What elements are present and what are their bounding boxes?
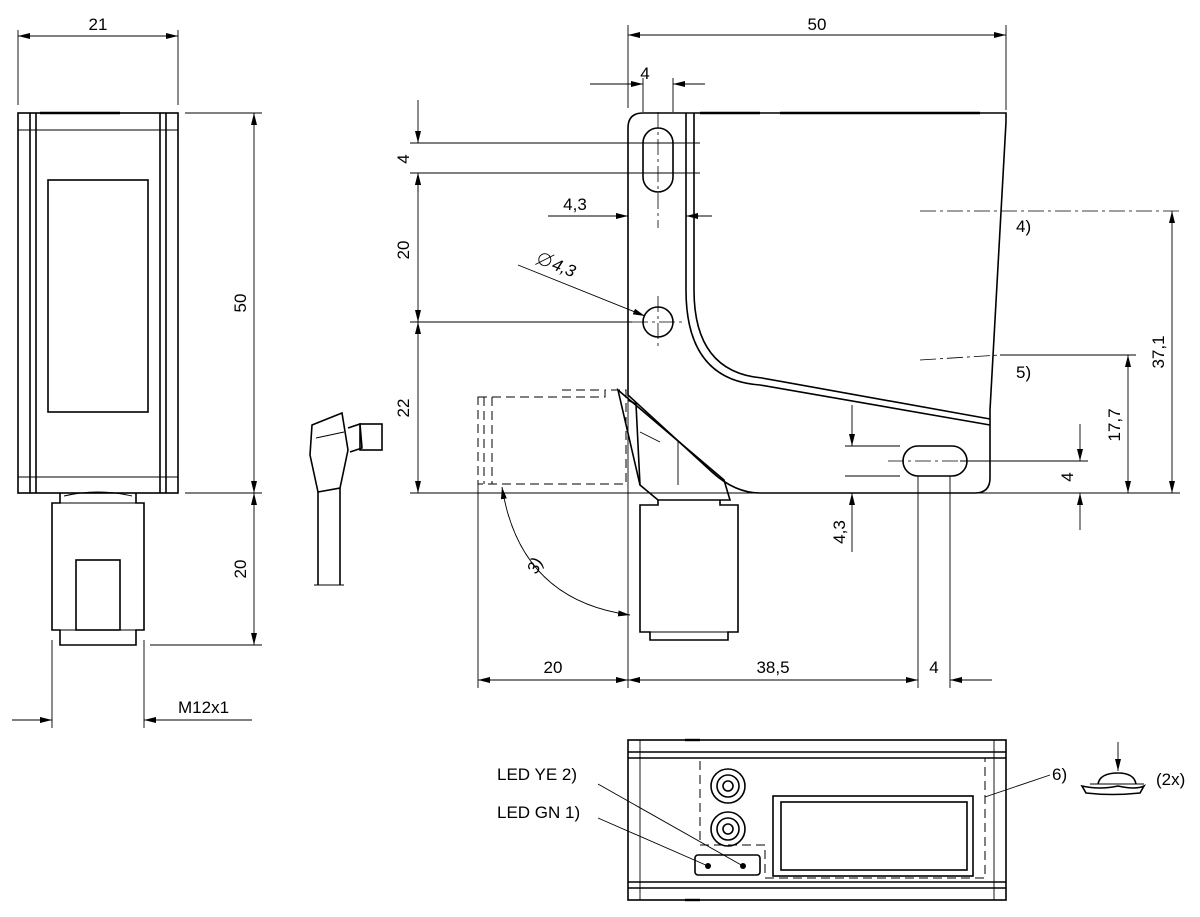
callout-upper-beam: 4) [1016,217,1031,236]
dim-bottom-mid: 38,5 [756,658,789,677]
dim-height-upper-beam: 37,1 [1149,335,1168,368]
quantity-label: (2x) [1156,770,1185,789]
dim-bottom-right: 4 [929,658,938,677]
dim-spacing-upper: 20 [394,241,413,260]
hole-diameter-label: 4,3 [535,253,579,282]
dim-connector-length: 20 [231,560,250,579]
dim-slot-width: 4 [640,64,649,83]
front-view [410,25,1180,688]
angled-connector-illustration [309,411,383,586]
dim-thread: M12x1 [178,698,229,717]
dim-slot-height: 4 [394,154,413,163]
cover-accessory-icon [1080,742,1147,796]
callout-rotation: 3) [523,555,547,577]
dim-right-slot-offset: 4,3 [830,520,849,544]
led-green-label: LED GN 1) [497,803,580,822]
dim-front-width: 50 [808,15,827,34]
side-view [12,30,262,728]
callout-cover: 6) [1052,765,1067,784]
dim-slot-offset: 4,3 [563,195,587,214]
led-yellow-label: LED YE 2) [497,765,577,784]
dim-side-height: 50 [231,294,250,313]
dim-right-slot-height: 4 [1058,472,1077,481]
dim-hole-diameter: 4,3 [549,255,579,282]
dim-bottom-left: 20 [544,658,563,677]
dim-spacing-lower: 22 [394,399,413,418]
callout-lower-beam: 5) [1016,363,1031,382]
top-view [597,738,1051,902]
dim-side-width: 21 [89,15,108,34]
dim-height-lower-beam: 17,7 [1105,408,1124,441]
